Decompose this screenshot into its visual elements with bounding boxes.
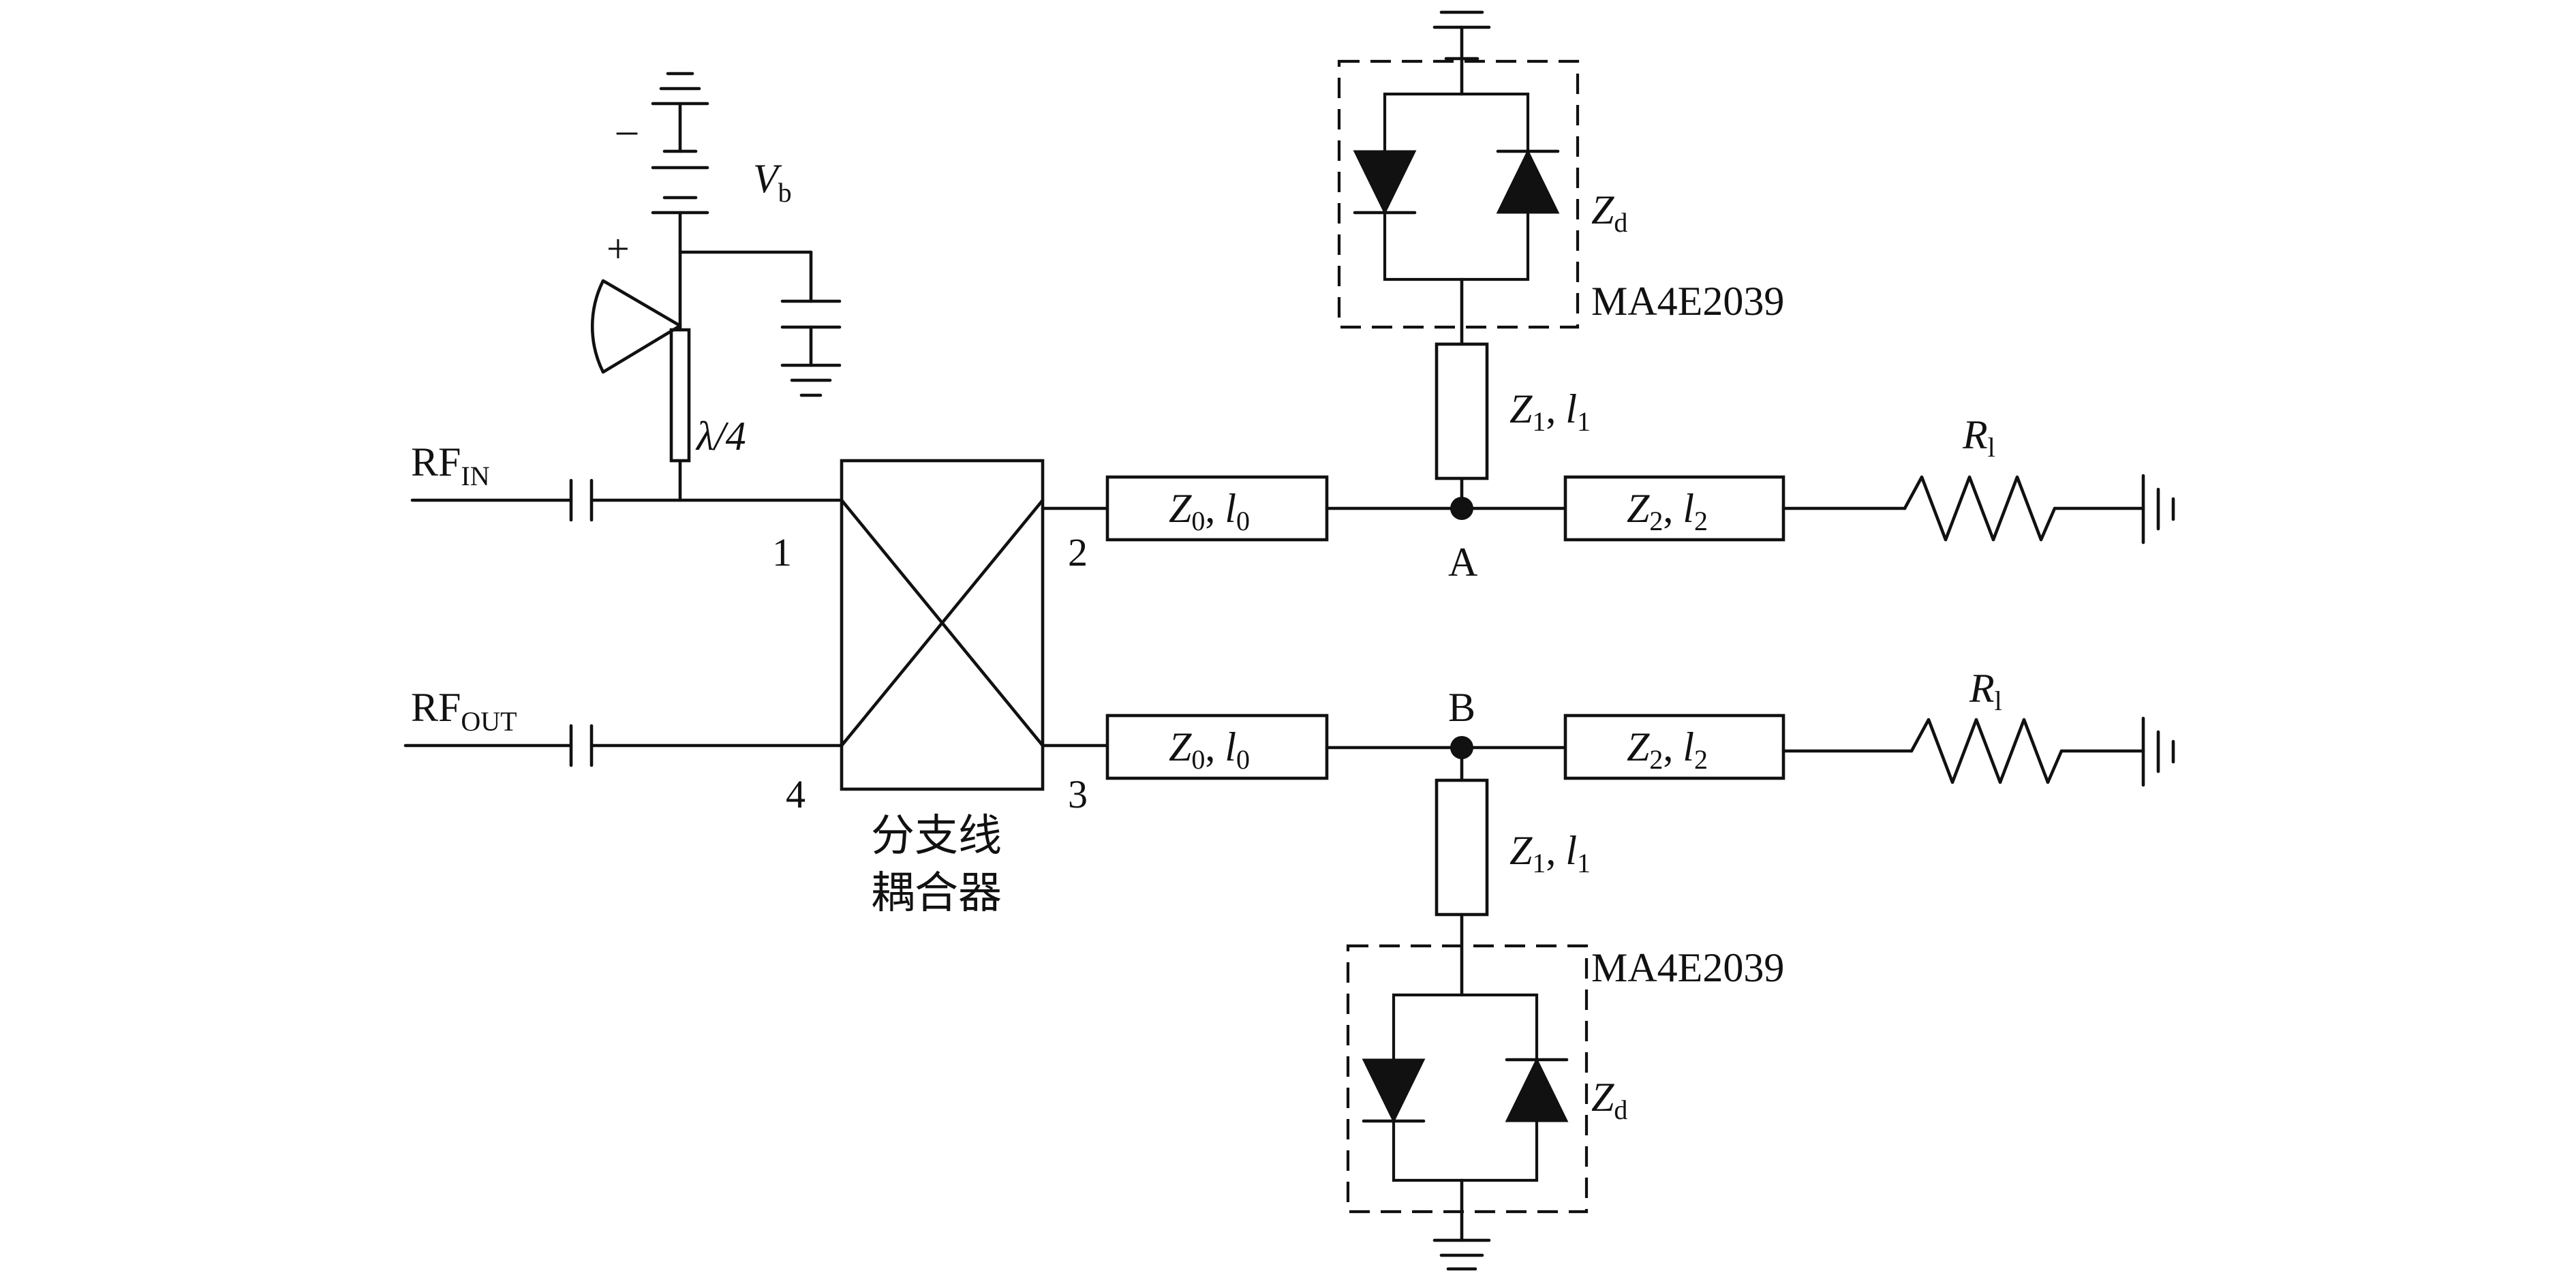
diode-left-upper xyxy=(1353,150,1417,215)
diode-right-upper xyxy=(1496,149,1560,214)
rl-label-lower: Rl xyxy=(1969,666,2002,716)
line-z0-l0-lower xyxy=(1105,714,1329,780)
z2-l2-label-lower: Z2,l2 xyxy=(1627,724,1708,775)
line-z1-l1-upper xyxy=(1435,342,1489,480)
resistor-rl-lower xyxy=(1910,718,2064,784)
node-a-dot xyxy=(1450,497,1473,520)
diode-right-lower xyxy=(1505,1057,1569,1122)
node-b-label: B xyxy=(1448,685,1475,730)
port-1-label: 1 xyxy=(772,530,792,574)
z1-l1-label-lower: Z1,l1 xyxy=(1509,828,1591,878)
upper-branch xyxy=(1041,10,2175,545)
line-z2-l2-lower xyxy=(1563,714,1785,780)
node-a-label: A xyxy=(1448,540,1477,585)
port-4-label: 4 xyxy=(786,772,806,816)
diode-part-label-lower: MA4E2039 xyxy=(1591,945,1784,990)
diode-left-lower xyxy=(1362,1058,1426,1124)
lower-branch xyxy=(1041,714,2175,1271)
diode-part-label-upper: MA4E2039 xyxy=(1591,279,1784,324)
node-b-dot xyxy=(1450,736,1473,759)
quarter-wave-label: λ/4 xyxy=(695,414,746,459)
battery-minus-sign: – xyxy=(616,107,638,152)
coupler-label-line2: 耦合器 xyxy=(871,868,1002,919)
line-z2-l2-upper xyxy=(1563,475,1785,542)
z0-l0-label-upper: Z0,l0 xyxy=(1169,486,1250,536)
z0-l0-label-lower: Z0,l0 xyxy=(1169,724,1250,775)
branch-line-coupler xyxy=(840,459,1045,791)
quarter-wave-stub xyxy=(669,328,691,463)
port-3-label: 3 xyxy=(1068,772,1088,816)
rf-in-label: RFIN xyxy=(411,440,490,491)
rf-out-label: RFOUT xyxy=(411,685,517,737)
line-z1-l1-lower xyxy=(1435,778,1489,917)
resistor-rl-upper xyxy=(1903,475,2057,542)
port-2-label: 2 xyxy=(1068,530,1088,574)
z1-l1-label-upper: Z1,l1 xyxy=(1509,386,1591,437)
zd-label-upper: Zd xyxy=(1591,187,1627,238)
rf-in-line xyxy=(410,478,844,522)
vb-label: Vb xyxy=(753,156,792,208)
radial-stub xyxy=(590,279,682,374)
z2-l2-label-upper: Z2,l2 xyxy=(1627,486,1708,536)
line-z0-l0-upper xyxy=(1105,475,1329,542)
bias-network xyxy=(590,72,842,502)
zd-label-lower: Zd xyxy=(1591,1075,1627,1125)
rf-out-line xyxy=(403,724,844,767)
coupler-label-line1: 分支线 xyxy=(871,811,1002,861)
battery-plus-sign: + xyxy=(607,226,630,271)
rl-label-upper: Rl xyxy=(1962,412,1995,463)
